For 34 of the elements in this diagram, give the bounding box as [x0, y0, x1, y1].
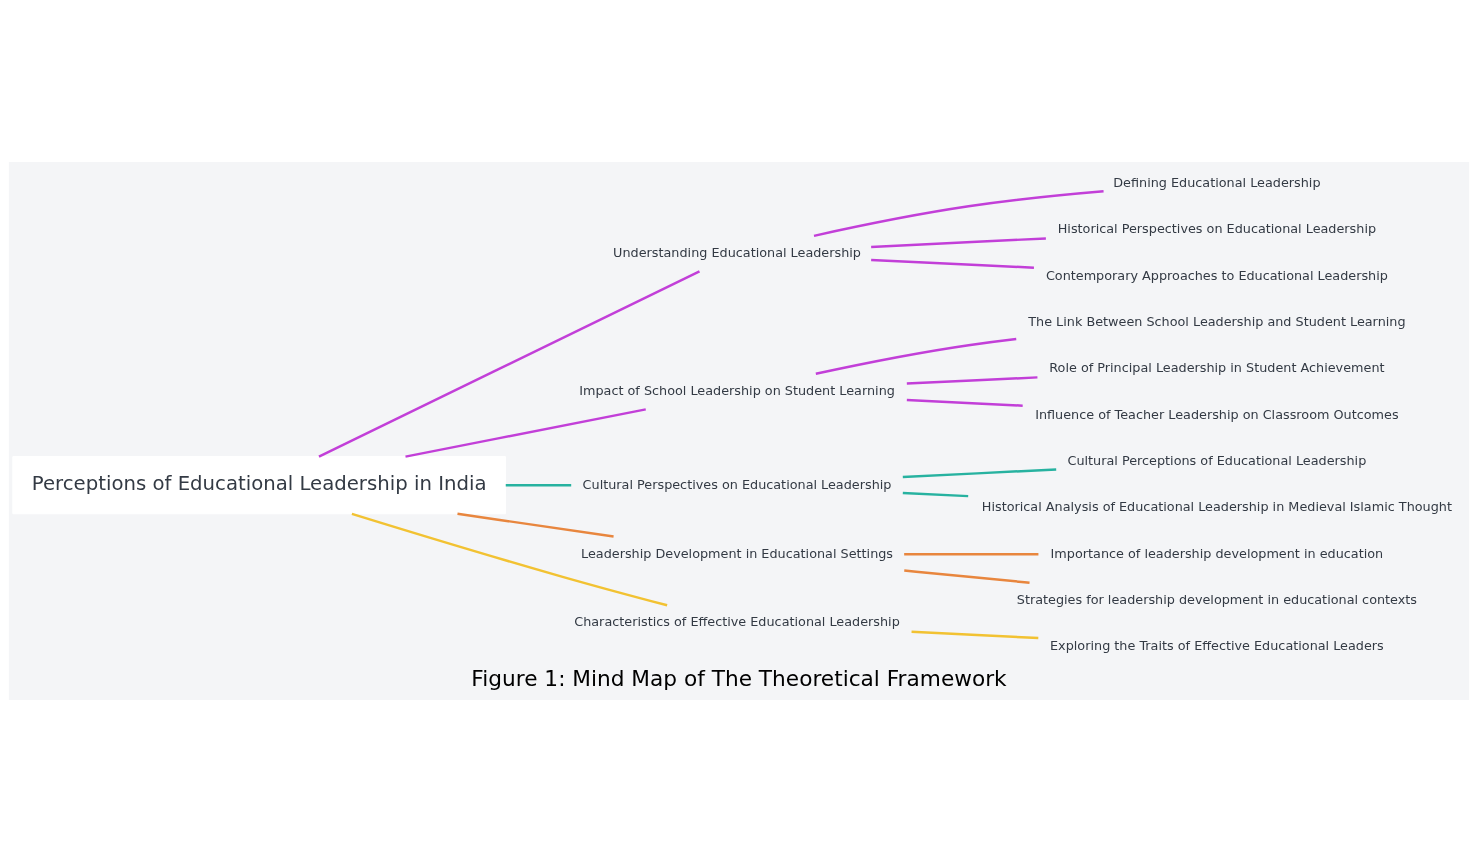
node-text: Defining Educational Leadership — [1113, 174, 1321, 190]
connector — [904, 552, 1039, 555]
node-text: Exploring the Traits of Effective Educational Leaders — [1050, 637, 1384, 653]
connector — [405, 407, 646, 458]
connector — [871, 236, 1046, 248]
connector — [457, 512, 614, 538]
node-text: Importance of leadership development in education — [1050, 545, 1384, 561]
connector — [904, 568, 1030, 584]
caption: Figure 1: Mind Map of The Theoretical Framework — [471, 665, 1007, 691]
connector — [505, 483, 572, 486]
connector — [906, 375, 1038, 385]
node-text: Historical Analysis of Educational Leadership in Medieval Islamic Thought — [981, 498, 1452, 514]
connector — [813, 189, 1104, 237]
node-text: Historical Perspectives on Educational Leadership — [1057, 220, 1377, 236]
connector — [815, 337, 1017, 375]
node-text: The Link Between School Leadership and Student Learning — [1028, 313, 1406, 329]
connector — [318, 269, 701, 458]
node-text: Characteristics of Effective Educational Leadership — [574, 613, 900, 629]
node-text: Contemporary Approaches to Educational Leadership — [1045, 267, 1388, 283]
node-text: Cultural Perspectives on Educational Leadership — [582, 476, 892, 492]
connector — [906, 398, 1023, 407]
connector — [902, 467, 1057, 478]
node-text: Leadership Development in Educational Settings — [581, 545, 894, 561]
node-text: Influence of Teacher Leadership on Classroom Outcomes — [1035, 406, 1399, 422]
connector — [911, 630, 1039, 639]
node-box: Perceptions of Educational Leadership in India — [12, 455, 506, 514]
node-text: Impact of School Leadership on Student Learning — [579, 382, 895, 398]
node-text: Role of Principal Leadership in Student Achievement — [1049, 359, 1385, 375]
connector — [902, 491, 969, 497]
connector — [351, 512, 668, 606]
connector — [871, 258, 1034, 269]
node-text: Strategies for leadership development in educational contexts — [1016, 591, 1417, 607]
node-text: Cultural Perceptions of Educational Leadership — [1067, 452, 1367, 468]
node-text: Understanding Educational Leadership — [613, 244, 861, 260]
